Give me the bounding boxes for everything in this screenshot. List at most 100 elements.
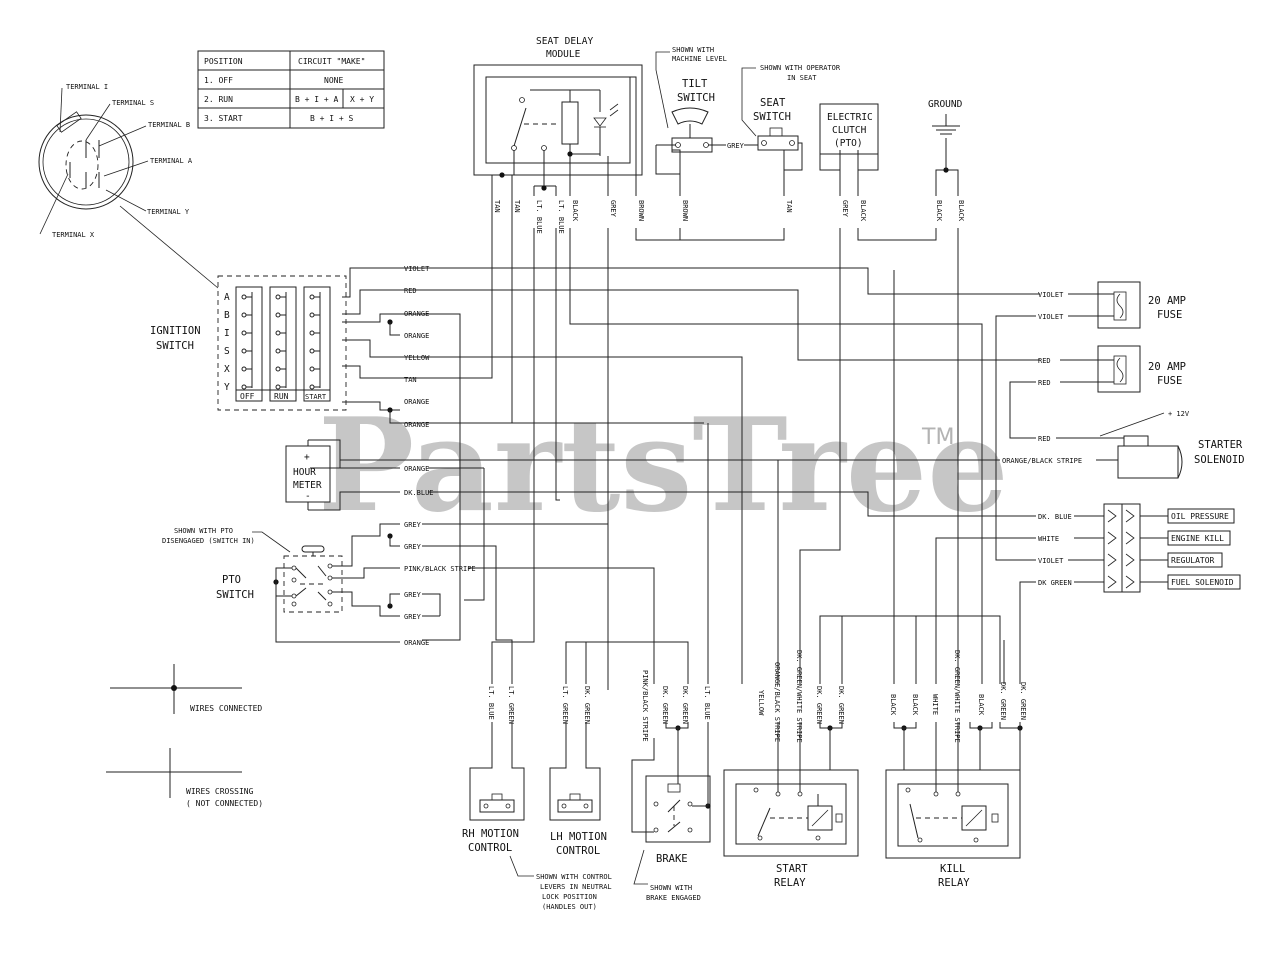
- ign-row-label: Y: [224, 382, 230, 393]
- wire-label: VIOLET: [1038, 557, 1064, 565]
- ign-row-label: B: [224, 310, 230, 321]
- fuse-label: 20 AMP: [1148, 295, 1186, 307]
- wire-label: TAN: [404, 376, 417, 384]
- wire-label: DK. GREEN: [681, 686, 689, 724]
- wire-label: GREY: [841, 200, 849, 218]
- terminal-label: TERMINAL S: [112, 99, 154, 107]
- table-cell: 1. OFF: [204, 76, 233, 85]
- table-cell: 3. START: [204, 114, 243, 123]
- wire-label: RED: [404, 287, 417, 295]
- table-cell: NONE: [324, 76, 343, 85]
- wire-label: DK. GREEN: [999, 682, 1007, 720]
- terminal-label: TERMINAL A: [150, 157, 193, 165]
- wire-label: DK. BLUE: [1038, 513, 1072, 521]
- ignition-switch-title: SWITCH: [156, 340, 194, 352]
- pto-title: PTO: [222, 574, 241, 586]
- engine-connector: DK. BLUE WHITE VIOLET DK GREEN OIL PRESS…: [935, 503, 1241, 684]
- hour-meter: + HOUR METER - ORANGE DK.BLUE: [285, 439, 1036, 601]
- wire-label: LT. BLUE: [487, 686, 495, 720]
- wire-label: BLACK: [957, 200, 965, 222]
- clutch-title: CLUTCH: [832, 125, 867, 136]
- seat-delay-wires: [491, 76, 637, 196]
- tilt-note: MACHINE LEVEL: [672, 55, 727, 63]
- wire-label: LT. BLUE: [703, 686, 711, 720]
- clutch-title: (PTO): [834, 138, 863, 149]
- legend-crossing: WIRES CROSSING: [186, 787, 254, 796]
- wire-label: VIOLET: [404, 265, 430, 273]
- ign-col-label: OFF: [240, 392, 255, 401]
- fuse-label: FUSE: [1157, 375, 1182, 387]
- wire-label: DK. GREEN/WHITE STRIPE: [953, 650, 961, 743]
- lh-motion-control: LH MOTION CONTROL: [549, 722, 607, 857]
- wire-label: BLACK: [911, 694, 919, 716]
- brake-note: SHOWN WITH: [650, 884, 692, 892]
- ign-row-label: S: [224, 346, 230, 357]
- wire-label: WHITE: [1038, 535, 1059, 543]
- bottom-wire-labels: LT. BLUE LT. GREEN LT. GREEN DK. GREEN P…: [487, 650, 1027, 743]
- pto-note: SHOWN WITH PTO: [174, 527, 233, 535]
- rh-motion-title: CONTROL: [468, 842, 512, 854]
- ign-col-label: START: [305, 393, 327, 401]
- wire-label: DK. GREEN: [1019, 682, 1027, 720]
- tilt-note: SHOWN WITH: [672, 46, 714, 54]
- motion-note-line: SHOWN WITH CONTROL: [536, 873, 612, 881]
- hour-minus: -: [305, 491, 311, 502]
- wire-label: DK. GREEN: [837, 686, 845, 724]
- tilt-switch-title: TILT: [682, 78, 708, 90]
- connector-label-oil-pressure: OIL PRESSURE: [1171, 512, 1229, 521]
- motion-note-line: LEVERS IN NEUTRAL: [540, 883, 612, 891]
- long-vertical-wires: [491, 138, 983, 690]
- wire-label: BROWN: [681, 200, 689, 221]
- wire-label: ORANGE: [404, 421, 429, 429]
- wire-label: GREY: [404, 521, 422, 529]
- fuse-2: 20 AMP FUSE RED RED: [1009, 345, 1186, 439]
- wire-label: RED: [1038, 435, 1051, 443]
- fuse-label: 20 AMP: [1148, 361, 1186, 373]
- wire-label: RED: [1038, 357, 1051, 365]
- pto-note: DISENGAGED (SWITCH IN): [162, 537, 255, 545]
- wire-label: LT. BLUE: [535, 200, 543, 234]
- wire-label: BLACK: [889, 694, 897, 716]
- wire-label: GREY: [727, 142, 745, 150]
- wire-label: DK. GREEN: [661, 686, 669, 724]
- table-cell: B + I + S: [310, 114, 354, 123]
- ground-label: GROUND: [928, 99, 963, 110]
- wire-label: DK. GREEN/WHITE STRIPE: [795, 650, 803, 743]
- ground-symbol: GROUND: [928, 99, 963, 135]
- hour-title: METER: [293, 480, 322, 491]
- plus12-label: + 12V: [1168, 410, 1190, 418]
- wire-label: BROWN: [637, 200, 645, 221]
- table-header-make: CIRCUIT "MAKE": [298, 57, 365, 66]
- wire-label: BLACK: [977, 694, 985, 716]
- legend-crossing: ( NOT CONNECTED): [186, 799, 263, 808]
- motion-note-line: LOCK POSITION: [542, 893, 597, 901]
- terminal-label: TERMINAL I: [66, 83, 108, 91]
- tilt-switch-title: SWITCH: [677, 92, 715, 104]
- position-table: POSITION CIRCUIT "MAKE" 1. OFF NONE 2. R…: [197, 50, 385, 129]
- table-cell: 2. RUN: [204, 95, 233, 104]
- wire-label: DK GREEN: [1038, 579, 1072, 587]
- kill-relay: KILL RELAY: [885, 722, 1023, 889]
- fuse-1: 20 AMP FUSE VIOLET VIOLET: [995, 281, 1186, 561]
- ignition-switch-title: IGNITION: [150, 325, 201, 337]
- wire-label: LT. GREEN: [507, 686, 515, 724]
- seat-note: SHOWN WITH OPERATOR: [760, 64, 841, 72]
- wire-label: ORANGE: [404, 332, 429, 340]
- seat-switch-title: SEAT: [760, 97, 786, 109]
- rh-motion-title: RH MOTION: [462, 828, 519, 840]
- wire-label: RED: [1038, 379, 1051, 387]
- wire-label: LT. GREEN: [561, 686, 569, 724]
- brake-switch: BRAKE SHOWN WITH BRAKE ENGAGED: [631, 722, 711, 902]
- brake-title: BRAKE: [656, 853, 688, 865]
- key-switch-face: TERMINAL I TERMINAL S TERMINAL B TERMINA…: [38, 83, 219, 289]
- terminal-label: TERMINAL X: [52, 231, 95, 239]
- wire-label: ORANGE: [404, 465, 429, 473]
- seat-switch-title: SWITCH: [753, 111, 791, 123]
- electric-clutch: ELECTRIC CLUTCH (PTO): [819, 103, 879, 171]
- start-relay-title: RELAY: [774, 877, 806, 889]
- connector-label-regulator: REGULATOR: [1171, 556, 1215, 565]
- wire-label: DK. GREEN: [583, 686, 591, 724]
- wire-label: VIOLET: [1038, 313, 1064, 321]
